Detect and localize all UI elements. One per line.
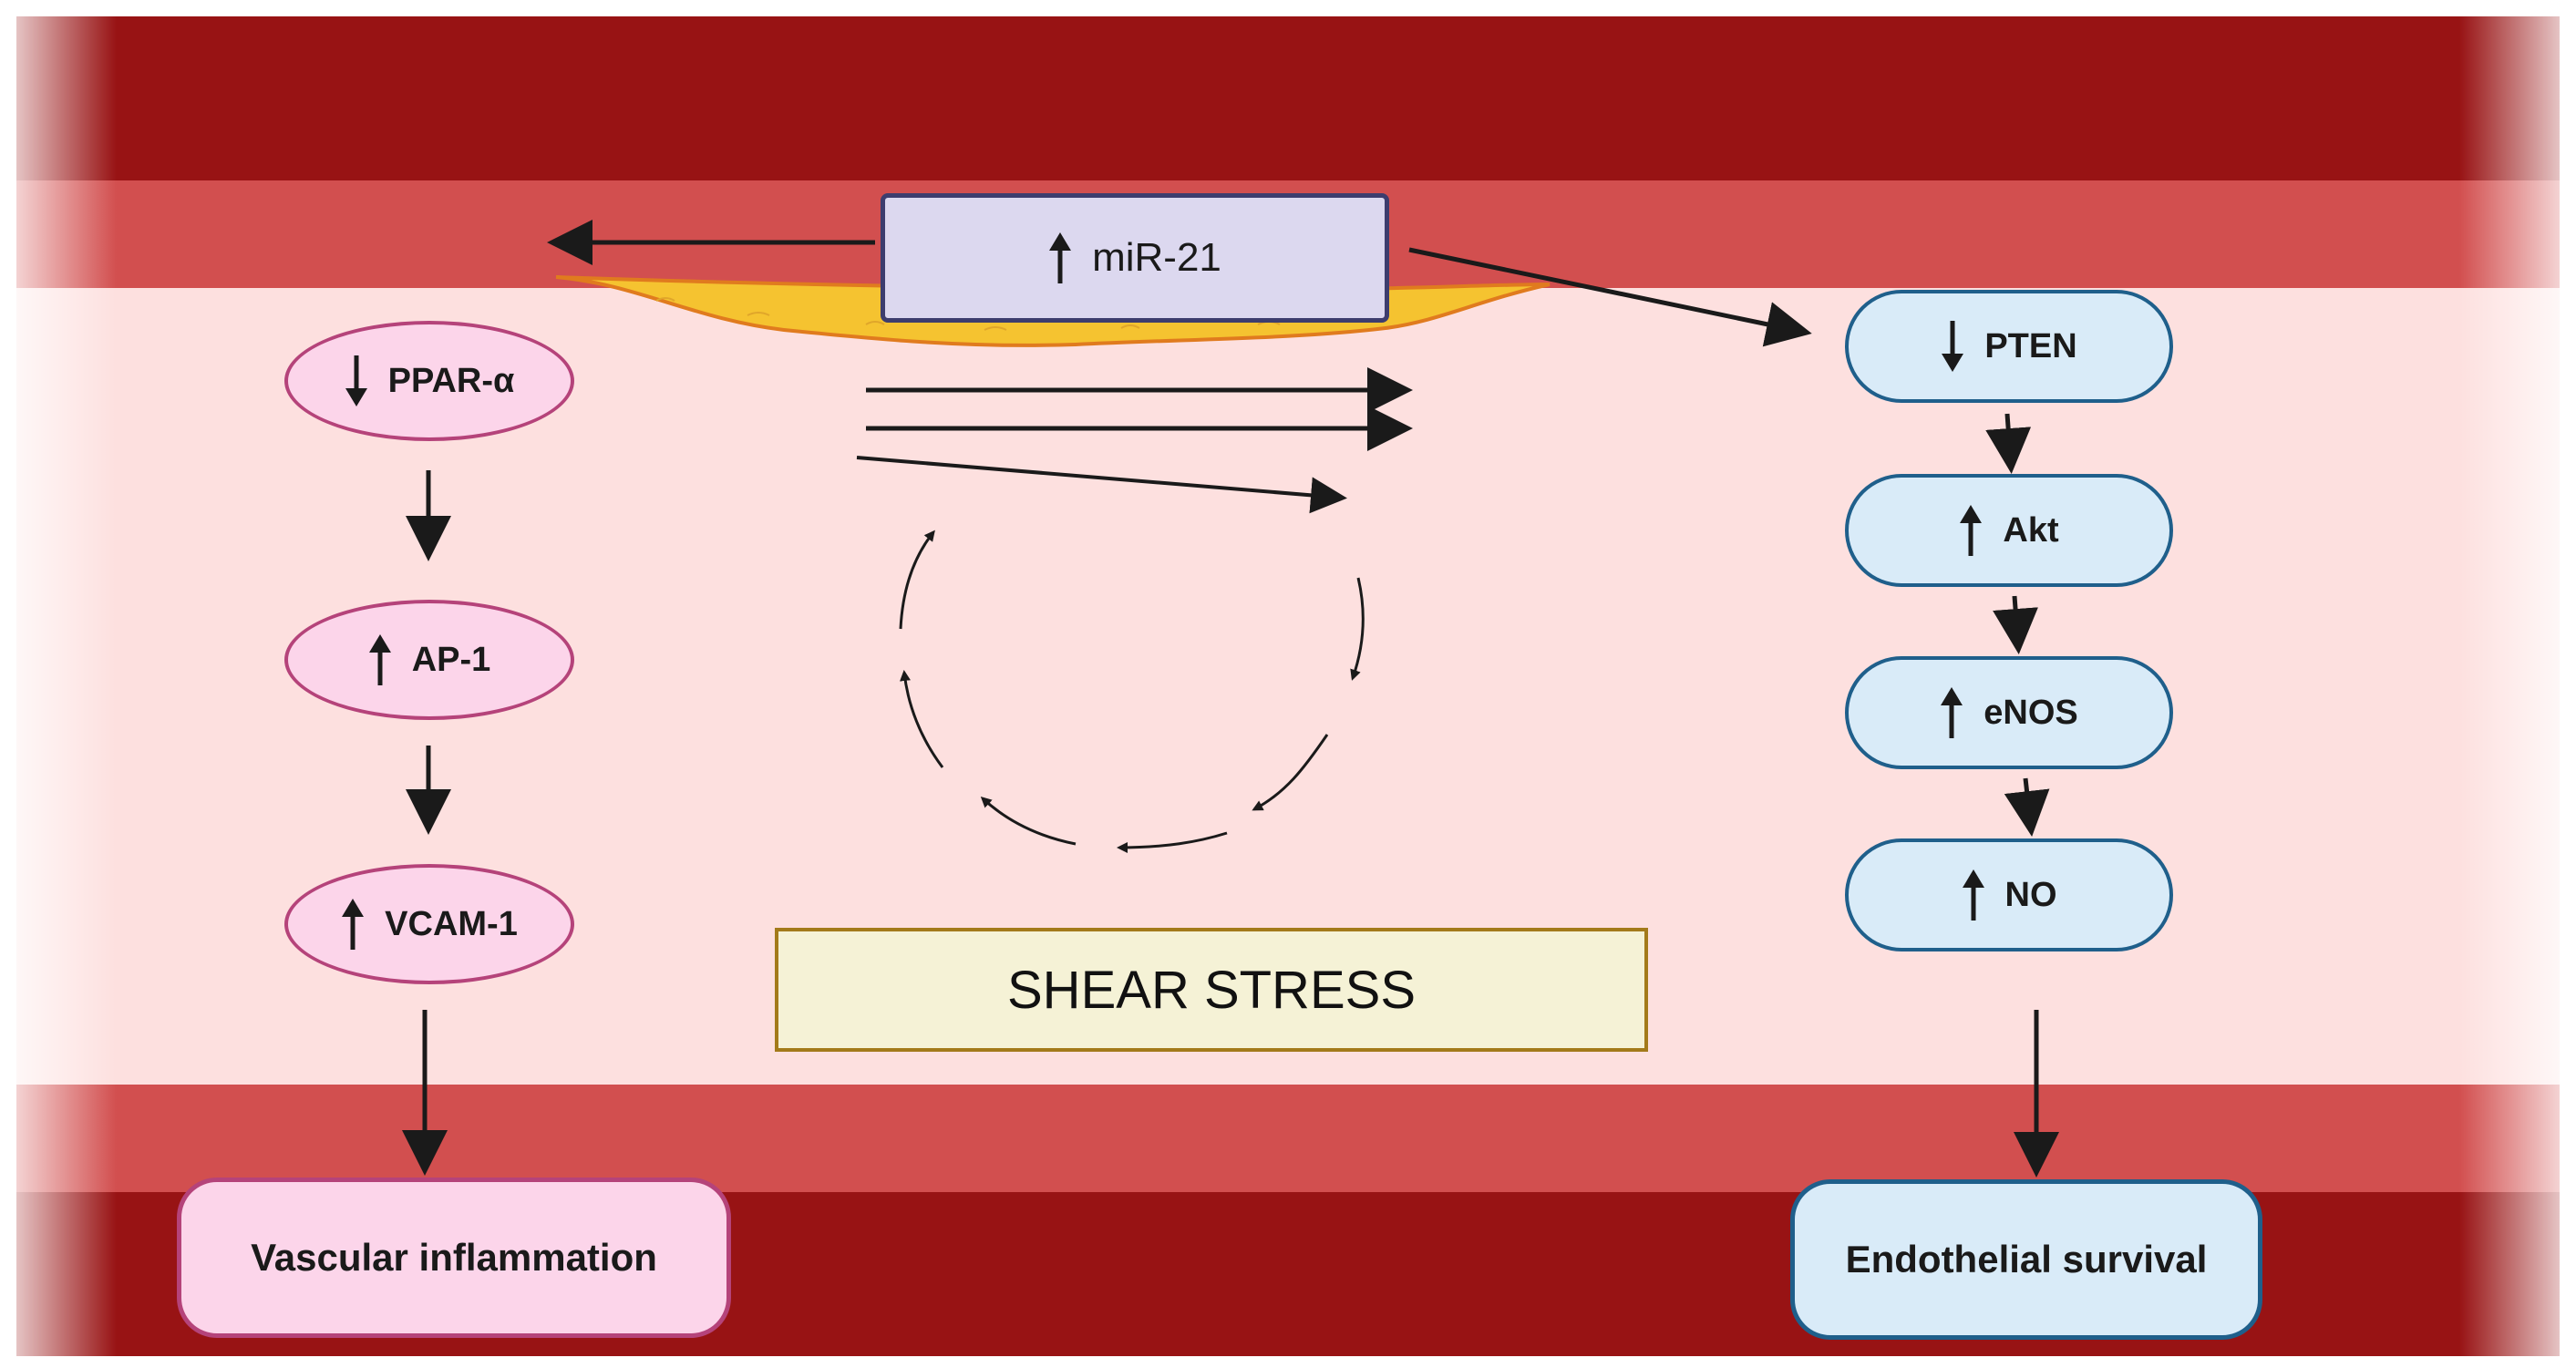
mir21-label: miR-21 [1092,235,1221,280]
node-label: PTEN [1984,326,2077,365]
node-vcam1: VCAM-1 [284,864,574,984]
vessel-wall-top-outer [16,16,2560,180]
node-ap1: AP-1 [284,600,574,720]
up-arrow-icon [1048,231,1072,285]
shear-stress-box: SHEAR STRESS [775,928,1648,1052]
right-path-arrows [1985,413,2059,1178]
left-path-arrows [402,470,451,1176]
up-arrow-icon [1962,868,1985,922]
outcome-label: Endothelial survival [1845,1238,2208,1281]
node-pten: PTEN [1845,290,2173,403]
flow-arrow-3 [856,456,1347,514]
node-label: Akt [2003,510,2059,550]
edge-fade-right [2459,16,2560,1356]
up-arrow-icon [341,897,365,951]
up-arrow-icon [368,633,392,687]
node-label: PPAR-α [387,361,515,400]
edge-fade-left [16,16,117,1356]
node-ppar-alpha: PPAR-α [284,321,574,441]
outcome-label: Vascular inflammation [251,1236,657,1279]
outcome-endothelial-survival: Endothelial survival [1790,1179,2262,1340]
node-no: NO [1845,838,2173,951]
circular-flow-arrows [899,530,1365,853]
node-label: eNOS [1984,693,2078,732]
up-arrow-icon [1959,503,1983,558]
down-arrow-icon [1941,319,1964,374]
mir-to-pten-arrow [1408,247,1812,347]
node-label: VCAM-1 [385,904,518,943]
outcome-vascular-inflammation: Vascular inflammation [177,1178,731,1338]
node-enos: eNOS [1845,656,2173,769]
mir21-box: miR-21 [881,193,1389,323]
node-akt: Akt [1845,474,2173,587]
plaque-texture [655,297,1386,331]
node-label: AP-1 [411,640,491,679]
node-label: NO [2004,875,2057,914]
shear-stress-label: SHEAR STRESS [1007,960,1416,1020]
up-arrow-icon [1940,685,1963,740]
down-arrow-icon [345,354,368,408]
